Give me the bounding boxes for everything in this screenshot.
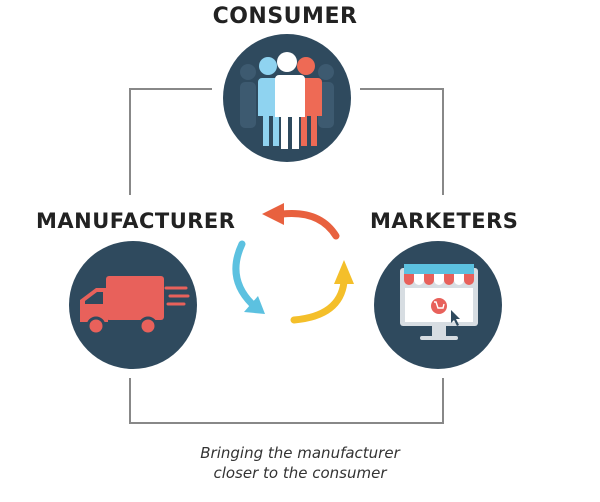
caption-line-2: closer to the consumer bbox=[213, 464, 387, 482]
connector-consumer-manufacturer bbox=[129, 88, 212, 195]
people-group-icon bbox=[240, 52, 334, 149]
manufacturer-node bbox=[69, 241, 197, 369]
consumer-node bbox=[223, 34, 351, 162]
manufacturer-label: MANUFACTURER bbox=[36, 209, 236, 233]
delivery-truck-icon bbox=[80, 276, 190, 336]
marketers-label: MARKETERS bbox=[370, 209, 519, 233]
online-store-icon bbox=[400, 264, 478, 340]
connector-manufacturer-marketers bbox=[129, 378, 444, 424]
caption-line-1: Bringing the manufacturer bbox=[200, 444, 400, 462]
arrow-yellow bbox=[290, 260, 354, 324]
arrow-red bbox=[262, 203, 340, 240]
cycle-arrows bbox=[232, 203, 354, 324]
marketers-node bbox=[374, 241, 502, 369]
consumer-label: CONSUMER bbox=[212, 4, 358, 29]
arrow-blue bbox=[232, 240, 265, 314]
connector-lines bbox=[129, 88, 444, 424]
connector-consumer-marketers bbox=[360, 88, 444, 195]
caption: Bringing the manufacturer closer to the … bbox=[150, 443, 450, 483]
